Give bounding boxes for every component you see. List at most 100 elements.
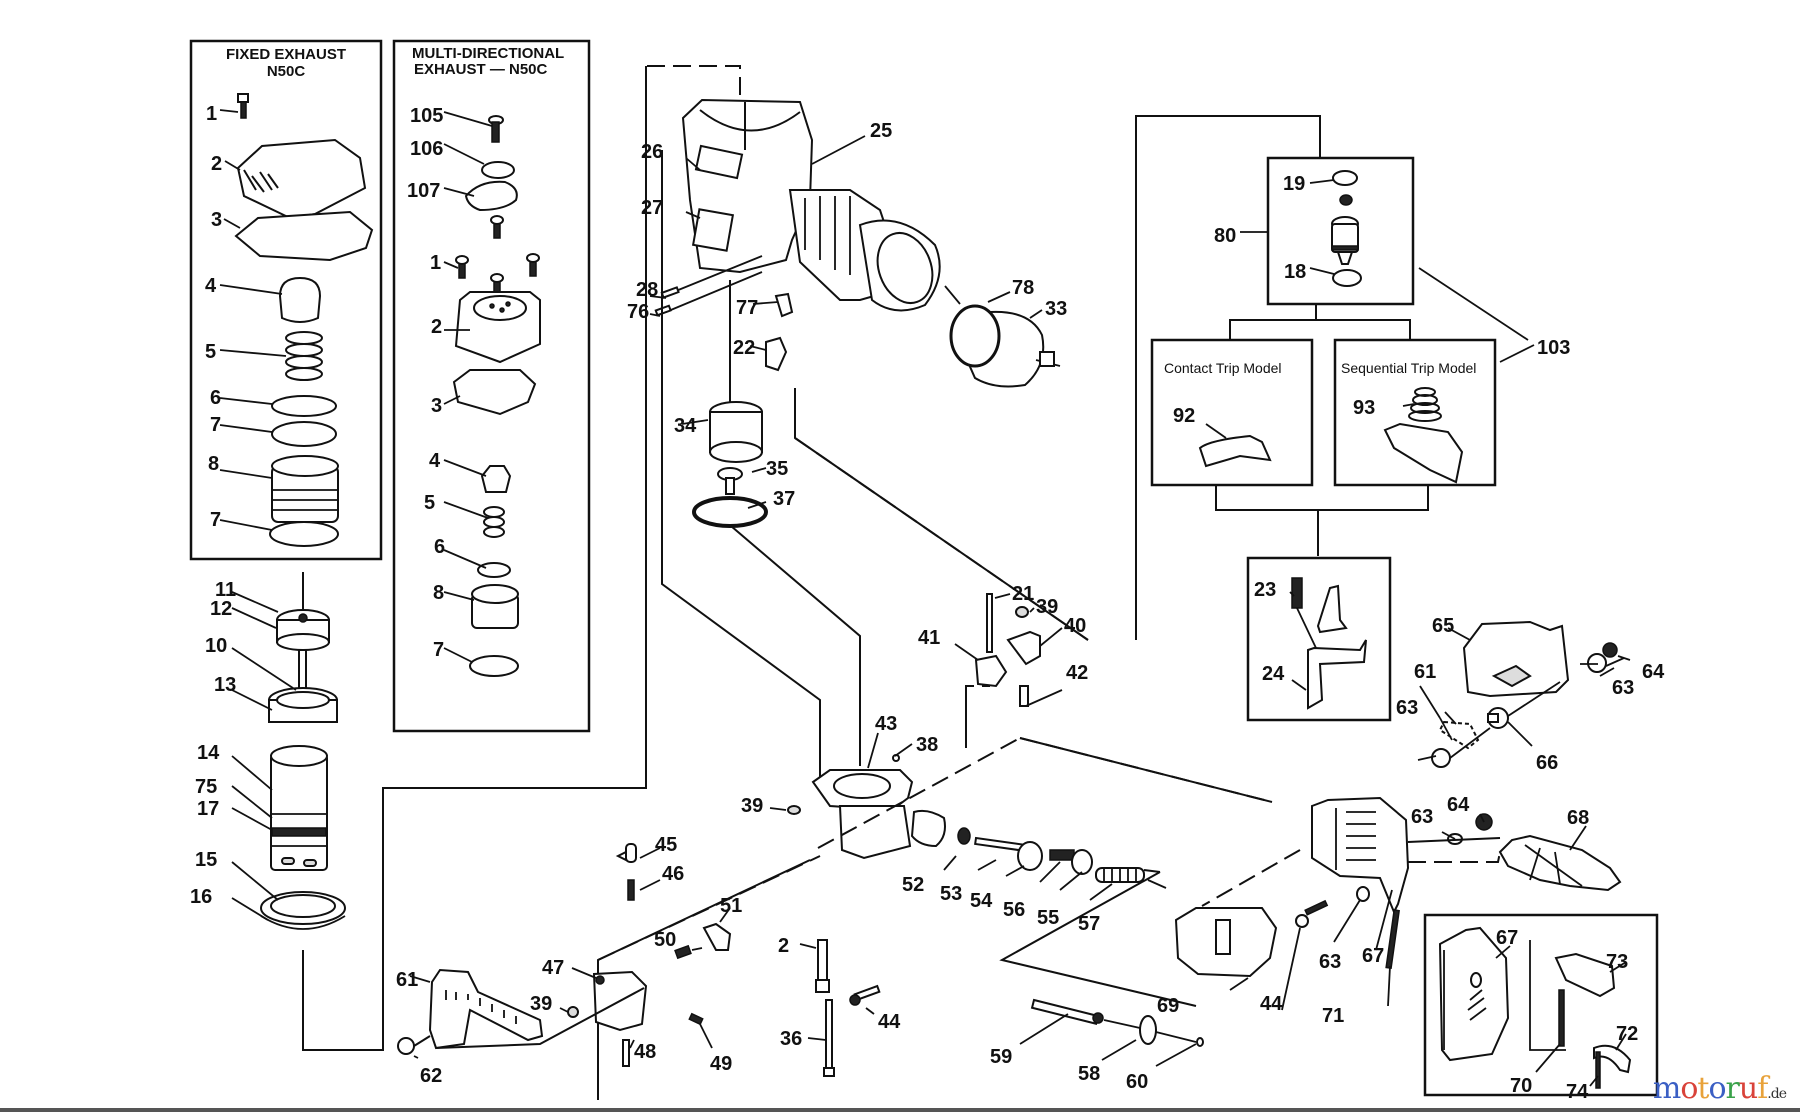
- part-valve-cartridge[interactable]: [1331, 216, 1359, 265]
- part-cap-45[interactable]: [615, 843, 637, 863]
- part-trigger-24[interactable]: [1307, 639, 1367, 710]
- callout-label: 42: [1066, 662, 1088, 684]
- part-pin-28[interactable]: [660, 286, 680, 299]
- part-screw-42[interactable]: [1019, 685, 1029, 707]
- part-piston-8[interactable]: [471, 584, 519, 629]
- part-trigger-lever[interactable]: [1316, 584, 1348, 634]
- callout-label: 19: [1283, 173, 1305, 195]
- contact-trip-frame: [1150, 338, 1314, 487]
- part-screw-36[interactable]: [823, 999, 835, 1077]
- part-pin-59[interactable]: [1030, 998, 1104, 1025]
- part-washer-63[interactable]: [1356, 886, 1370, 902]
- callout-label: 59: [990, 1046, 1012, 1068]
- part-canister-cover-68[interactable]: [1498, 834, 1622, 892]
- part-pin-49[interactable]: [688, 1012, 704, 1026]
- part-head-valve-34[interactable]: [709, 401, 763, 463]
- part-spacer-66[interactable]: [1487, 707, 1509, 729]
- part-trip-92[interactable]: [1198, 434, 1272, 468]
- part-oring-37[interactable]: [692, 496, 768, 528]
- contact-trip-title: Contact Trip Model: [1164, 360, 1282, 376]
- part-magazine-67-detail[interactable]: [1438, 926, 1510, 1062]
- part-nut-39[interactable]: [1015, 606, 1029, 618]
- part-oring-7a[interactable]: [271, 421, 337, 447]
- part-oring-7[interactable]: [469, 655, 519, 677]
- part-oring-78[interactable]: [949, 304, 1001, 368]
- part-spring-5[interactable]: [483, 506, 505, 538]
- part-housing-25[interactable]: [681, 98, 942, 312]
- part-spring-5[interactable]: [285, 331, 323, 381]
- part-washer-55[interactable]: [1071, 849, 1093, 875]
- part-door-65[interactable]: [1462, 620, 1570, 698]
- part-clip-60[interactable]: [1196, 1037, 1204, 1047]
- part-cap-2[interactable]: [454, 291, 541, 364]
- part-pin-76[interactable]: [654, 304, 672, 317]
- part-pin-74[interactable]: [1595, 1051, 1601, 1089]
- part-bracket-61[interactable]: [1438, 720, 1480, 750]
- part-ring-16[interactable]: [260, 891, 346, 930]
- part-valve-4[interactable]: [480, 465, 512, 493]
- part-pin-21[interactable]: [986, 593, 993, 653]
- part-oring-7b[interactable]: [269, 521, 339, 547]
- part-spring-57[interactable]: [1095, 867, 1145, 883]
- part-magazine-67[interactable]: [1311, 796, 1410, 915]
- callout-label: 64: [1447, 794, 1470, 816]
- part-screw-1[interactable]: [237, 93, 249, 119]
- part-valve-4[interactable]: [278, 276, 322, 323]
- part-washer-106[interactable]: [481, 161, 515, 179]
- part-spring-23[interactable]: [1291, 577, 1303, 609]
- fixed-exhaust-panel: FIXED EXHAUST N50C 1 2 3 4 5 6 7 8 7: [189, 39, 383, 561]
- part-bumper-13[interactable]: [268, 687, 338, 723]
- part-washer-58[interactable]: [1139, 1015, 1157, 1045]
- part-trip-sequential[interactable]: [1383, 422, 1464, 484]
- part-valve-cap[interactable]: [1339, 194, 1353, 206]
- part-latch-73[interactable]: [1554, 952, 1616, 998]
- part-valve-body-41[interactable]: [974, 654, 1008, 688]
- part-latch-77[interactable]: [774, 292, 794, 318]
- part-safety-61[interactable]: [428, 968, 544, 1050]
- part-screws-1[interactable]: [455, 215, 540, 297]
- part-rod-70[interactable]: [1558, 989, 1565, 1047]
- part-screw-105[interactable]: [488, 115, 504, 143]
- part-washer-63[interactable]: [1587, 653, 1607, 673]
- part-spring-46[interactable]: [627, 879, 635, 901]
- part-piston-8[interactable]: [271, 455, 339, 523]
- part-seal-35[interactable]: [717, 467, 743, 495]
- part-spring-93[interactable]: [1408, 387, 1442, 422]
- part-knob-62[interactable]: [397, 1035, 431, 1055]
- magazine-assembly: 63 64 68 69 44 63 67 71: [1157, 794, 1622, 1027]
- part-nut-64[interactable]: [1602, 642, 1618, 658]
- part-canister-69[interactable]: [1174, 907, 1278, 978]
- part-cylinder-14[interactable]: [270, 745, 328, 871]
- part-spring-56[interactable]: [1049, 849, 1075, 861]
- callout-label: 3: [431, 395, 442, 417]
- part-nut-39[interactable]: [787, 805, 801, 815]
- part-clip-22[interactable]: [765, 336, 788, 372]
- part-washer-52[interactable]: [957, 827, 971, 845]
- part-oring-19[interactable]: [1332, 170, 1358, 186]
- part-screw-44[interactable]: [1295, 899, 1329, 928]
- part-spring-71[interactable]: [1385, 909, 1400, 969]
- callout-label: 50: [654, 929, 676, 951]
- callout-label: 34: [674, 415, 697, 437]
- part-nose-body-43[interactable]: [811, 769, 946, 860]
- part-gasket-3[interactable]: [452, 369, 537, 416]
- part-spring-50[interactable]: [674, 944, 692, 960]
- part-lever-51[interactable]: [702, 922, 732, 951]
- part-valve-stem-53-54[interactable]: [974, 836, 1043, 871]
- part-screw-2[interactable]: [815, 939, 830, 993]
- part-oring-6[interactable]: [271, 395, 337, 417]
- part-screw-44[interactable]: [849, 984, 881, 1006]
- part-gasket-3[interactable]: [234, 210, 374, 262]
- part-deflector-107[interactable]: [464, 180, 518, 212]
- part-washer-63[interactable]: [1431, 748, 1451, 768]
- trigger-valve-assembly: 21 39 40 41 42: [918, 583, 1088, 748]
- part-oring-6[interactable]: [477, 562, 511, 578]
- part-screw-48[interactable]: [622, 1039, 630, 1067]
- part-oring-18[interactable]: [1332, 269, 1362, 287]
- part-nut-39[interactable]: [567, 1006, 579, 1018]
- part-bracket-40[interactable]: [1006, 630, 1041, 666]
- part-piston-11-12[interactable]: [276, 609, 330, 651]
- callout-label: 106: [410, 138, 443, 160]
- part-door-slide[interactable]: [1491, 664, 1532, 688]
- part-cap-2[interactable]: [236, 138, 367, 220]
